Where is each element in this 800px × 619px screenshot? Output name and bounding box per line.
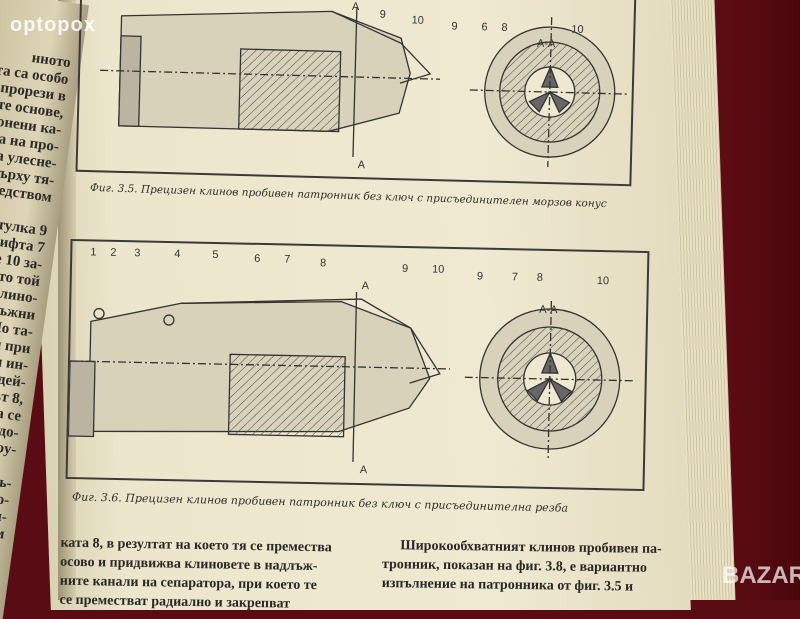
label: 7: [284, 253, 290, 265]
label: 1: [90, 246, 96, 258]
label: 9: [380, 9, 386, 21]
label: A: [352, 1, 360, 13]
label: 10: [571, 24, 584, 36]
watermark-bottom: BAZAR: [722, 562, 800, 589]
figure-3-5: 9 10 A A 9 6 8 A-A 10: [75, 0, 637, 187]
chuck-drawing-thread: 1 2 3 4 5 6 7 8 A 9 10 A 9 7 8 A-A 10: [67, 246, 635, 476]
text-column-right: Широкообхватният клинов пробивен па- тро…: [382, 536, 662, 597]
label: A: [362, 280, 370, 292]
label: 10: [432, 264, 444, 276]
label: 10: [597, 275, 609, 287]
label: A-A: [539, 304, 558, 316]
label: 10: [411, 14, 424, 26]
text-column-left: ката 8, в резултат на което тя се премес…: [59, 534, 332, 615]
label: 6: [254, 253, 260, 265]
label: A: [360, 464, 368, 476]
label: 8: [320, 257, 326, 269]
label: 9: [451, 20, 457, 32]
label: 2: [110, 247, 116, 259]
text-line: изпълнение на патронника от фиг. 3.5 и: [381, 576, 634, 595]
label: 5: [212, 249, 218, 261]
label: 4: [174, 248, 180, 260]
chuck-drawing-morse: 9 10 A A 9 6 8 A-A 10: [100, 1, 630, 171]
label: A: [358, 159, 366, 171]
label: 9: [402, 263, 408, 275]
label: 6: [481, 21, 487, 33]
label: 8: [501, 22, 507, 34]
label: 9: [477, 270, 483, 282]
label: 7: [512, 271, 518, 283]
label: 8: [537, 272, 543, 284]
text-line: се преместват радиално и закрепват: [59, 592, 291, 612]
figure-3-6: 1 2 3 4 5 6 7 8 A 9 10 A 9 7 8 A-A 10: [65, 238, 650, 492]
label: 3: [134, 247, 140, 259]
watermark-top: optopox: [10, 14, 96, 36]
label: A-A: [537, 38, 556, 50]
